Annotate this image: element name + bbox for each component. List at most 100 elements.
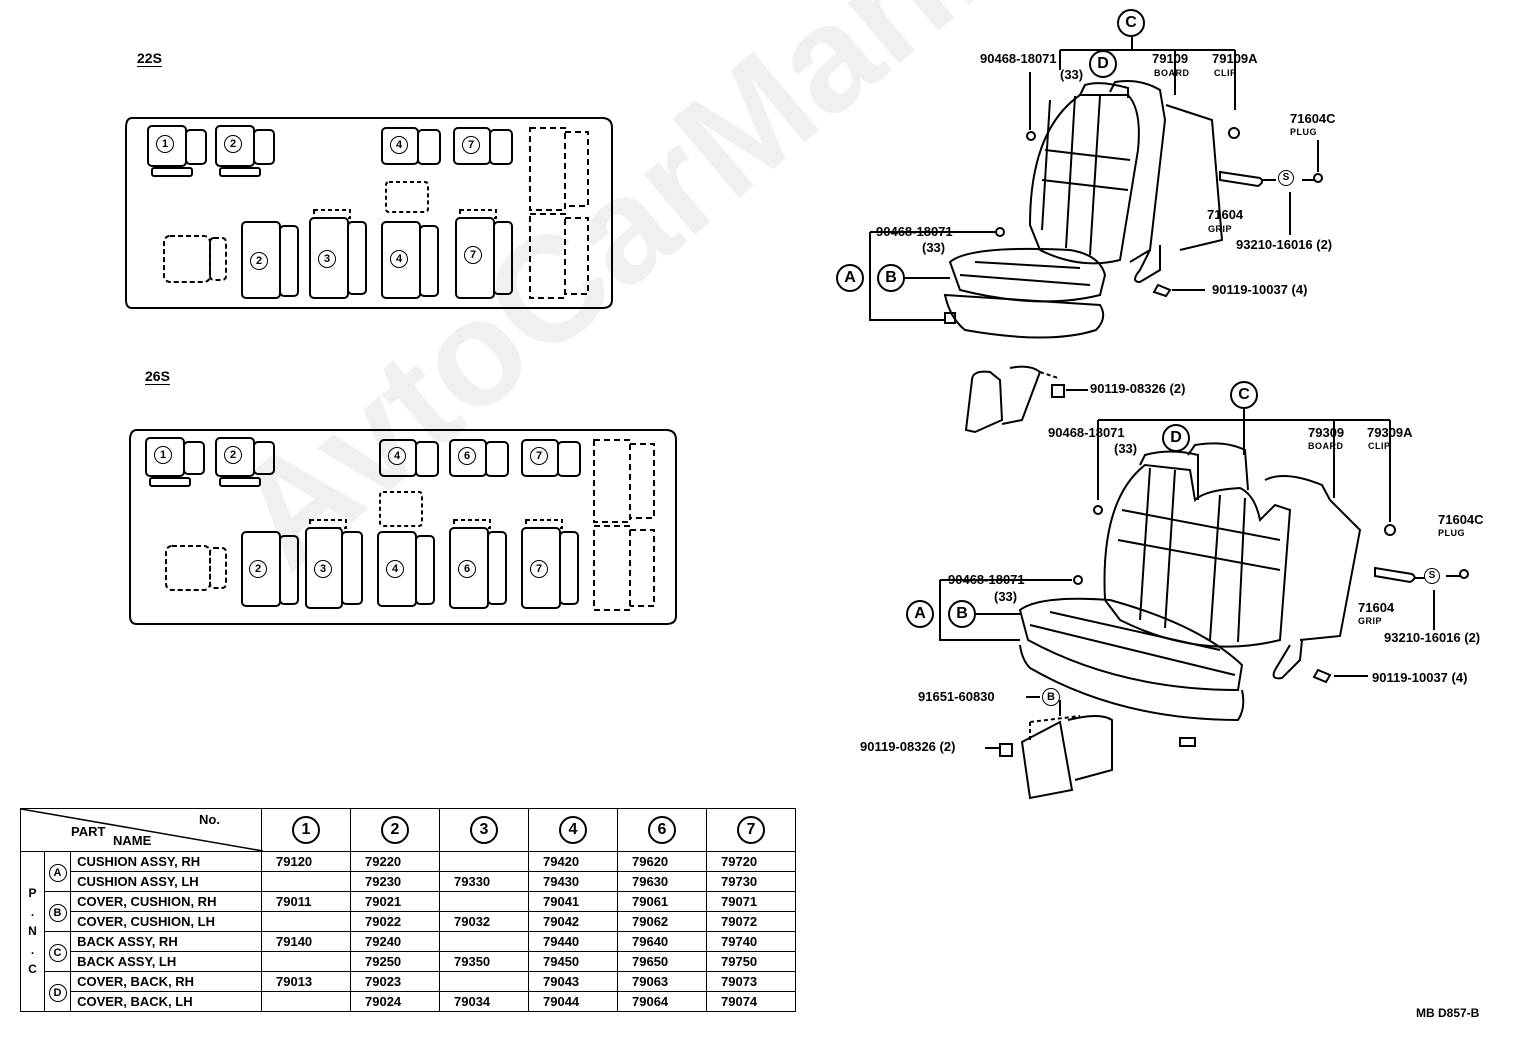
part-number-label: 79309A — [1367, 425, 1413, 440]
part-number-cell: 79073 — [706, 971, 796, 992]
group-callout: B — [48, 903, 67, 922]
seat-number-label: 4 — [388, 447, 406, 465]
seat-number-label: 2 — [250, 252, 268, 270]
seat-number-label: 7 — [464, 246, 482, 264]
column-header: 1 — [261, 808, 351, 852]
part-number-label: 90119-10037 (4) — [1212, 282, 1308, 297]
seat-number-label: 4 — [390, 250, 408, 268]
part-number-cell: 79140 — [261, 931, 351, 952]
seat-rail — [219, 167, 261, 177]
callout-c: C — [1117, 9, 1145, 37]
pnc-letter: P — [28, 886, 37, 900]
quantity-label: (33) — [922, 240, 946, 255]
callout-a: A — [906, 600, 934, 628]
seat-number-label: 6 — [458, 560, 476, 578]
seat-number-label: 4 — [386, 560, 404, 578]
part-number-cell: 79034 — [439, 991, 529, 1012]
part-name-cell: COVER, BACK, LH — [70, 991, 262, 1012]
part-number-label: 90468-18071 — [948, 572, 1025, 587]
part-number-label: 79109A — [1212, 51, 1258, 66]
callout-s: S — [1278, 170, 1294, 186]
part-number-label: 71604 — [1358, 600, 1395, 615]
part-number-cell: 79071 — [706, 891, 796, 912]
pnc-letter: N — [28, 924, 37, 938]
part-number-label: 90468-18071 — [876, 224, 953, 239]
part-number-cell: 79044 — [528, 991, 618, 1012]
part-number-label: 90119-10037 (4) — [1372, 670, 1468, 685]
part-number-cell: 79640 — [617, 931, 707, 952]
part-number-cell: 79220 — [350, 851, 440, 872]
quantity-label: (33) — [1114, 441, 1138, 456]
group-callout: D — [48, 983, 67, 1002]
header-name: NAME — [113, 833, 152, 848]
callout-b-small: B — [1042, 688, 1060, 706]
seat-number-label: 7 — [530, 447, 548, 465]
part-number-cell: 79064 — [617, 991, 707, 1012]
part-number-cell: 79240 — [350, 931, 440, 952]
part-number-cell: 79041 — [528, 891, 618, 912]
seat-number-label: 3 — [314, 560, 332, 578]
part-name-cell: COVER, CUSHION, LH — [70, 911, 262, 932]
part-number-cell: 79330 — [439, 871, 529, 892]
figure-code: MB D857-B — [1416, 1006, 1480, 1020]
part-number-label: 79109 — [1152, 51, 1189, 66]
callout-b: B — [877, 264, 905, 292]
part-number-cell: 79042 — [528, 911, 618, 932]
group-callout: C — [48, 943, 67, 962]
part-number-label: 90468-18071 — [980, 51, 1057, 66]
pnc-letter: . — [30, 943, 35, 957]
part-number-label: 93210-16016 (2) — [1236, 237, 1333, 252]
part-number-cell: 79061 — [617, 891, 707, 912]
part-number-cell: 79250 — [350, 951, 440, 972]
part-number-cell — [439, 931, 529, 952]
header-part: PART — [71, 824, 106, 839]
part-number-cell: 79350 — [439, 951, 529, 972]
part-number-cell: 79011 — [261, 891, 351, 912]
seat-back-outline — [253, 129, 275, 165]
part-number-cell: 79072 — [706, 911, 796, 932]
seat-number-label: 1 — [156, 135, 174, 153]
column-header: 6 — [617, 808, 707, 852]
part-name-cell: BACK ASSY, LH — [70, 951, 262, 972]
seat-number-label: 7 — [530, 560, 548, 578]
part-number-cell: 79021 — [350, 891, 440, 912]
part-name-cell: CUSHION ASSY, LH — [70, 871, 262, 892]
part-name-label: PLUG — [1438, 528, 1466, 538]
part-name-label: BOARD — [1154, 68, 1190, 78]
seat-number-label: 4 — [390, 136, 408, 154]
column-header: 3 — [439, 808, 529, 852]
seat-number-label: 6 — [458, 447, 476, 465]
table-header-row: No. PART NAME 1 2 3 4 6 7 — [20, 808, 796, 852]
part-number-cell: 79063 — [617, 971, 707, 992]
part-number-label: 90119-08326 (2) — [1090, 381, 1186, 396]
seat-rail — [151, 167, 193, 177]
watermark: AvtoCarMan.ru — [201, 0, 1129, 601]
part-number-cell: 79230 — [350, 871, 440, 892]
seat-number-label: 2 — [224, 446, 242, 464]
part-number-cell — [261, 911, 351, 932]
group-label-cell: D — [43, 971, 72, 1012]
layout-22s-title: 22S — [137, 50, 162, 66]
part-number-cell: 79720 — [706, 851, 796, 872]
part-number-label: 71604 — [1207, 207, 1244, 222]
part-number-cell: 79650 — [617, 951, 707, 972]
column-header: 4 — [528, 808, 618, 852]
part-number-cell: 79074 — [706, 991, 796, 1012]
callout-c: C — [1230, 381, 1258, 409]
header-diagonal — [21, 809, 263, 851]
part-number-cell: 79430 — [528, 871, 618, 892]
layout-26s-title: 26S — [145, 368, 170, 384]
part-number-label: 91651-60830 — [918, 689, 995, 704]
part-number-cell: 79043 — [528, 971, 618, 992]
part-number-cell: 79420 — [528, 851, 618, 872]
part-number-cell — [439, 971, 529, 992]
